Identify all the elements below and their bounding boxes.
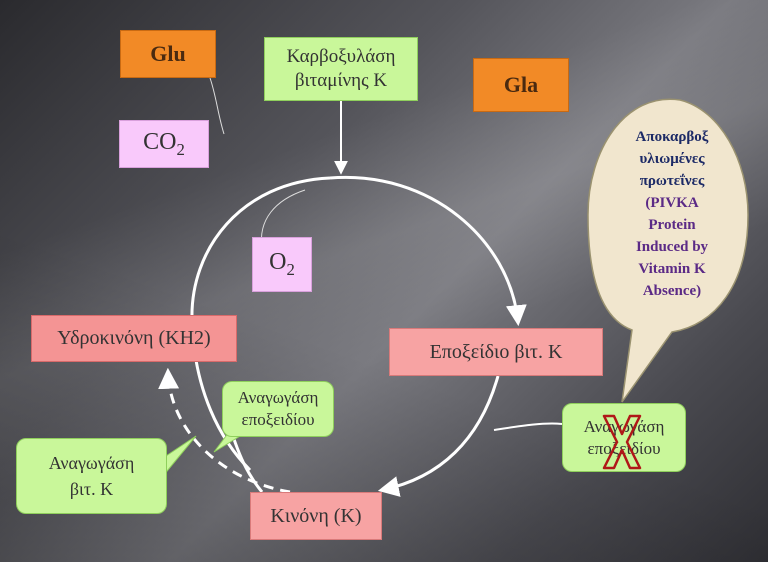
epoxide-reductase-right-callout: Αναγωγάση εποξειδίου: [562, 403, 686, 472]
balloon-greek-line-1: Αποκαρβοξ: [635, 129, 709, 145]
balloon-greek-line-2: υλιωμένες: [639, 151, 705, 167]
co2-label: CO2: [143, 128, 185, 159]
right-callout-line-2: εποξειδίου: [587, 438, 661, 458]
inhibition-cross-icon: [602, 414, 642, 470]
vitk-callout-line-2: βιτ. Κ: [69, 479, 114, 499]
o2-box: O2: [252, 237, 312, 292]
balloon-english-line-1: (PIVKA: [645, 195, 699, 211]
cycle-arc-top-right: [329, 175, 527, 327]
right-callout-line-1: Αναγωγάση: [583, 416, 665, 436]
inner-callout-line-2: εποξειδίου: [241, 410, 315, 429]
pivka-balloon-shape: [587, 98, 749, 403]
quinone-box: Κινόνη (Κ): [250, 492, 382, 540]
gla-box: Gla: [473, 58, 569, 112]
quinone-label: Κινόνη (Κ): [270, 504, 362, 527]
inner-callout-line-1: Αναγωγάση: [237, 388, 319, 407]
balloon-greek-line-3: πρωτεΐνες: [639, 173, 705, 189]
right-reduction-connector: [493, 422, 563, 431]
glu-label: Glu: [150, 41, 186, 66]
vitk-callout-line-1: Αναγωγάση: [48, 453, 135, 473]
balloon-english-line-4: Vitamin K: [638, 261, 706, 277]
dashed-vitk-reduction-arrow: [158, 367, 291, 494]
balloon-english-line-3: Induced by: [635, 239, 709, 255]
pivka-balloon-text: Αποκαρβοξ υλιωμένες πρωτεΐνες (PIVKA Pro…: [607, 126, 737, 302]
carboxylase-line-2: βιταμίνης Κ: [294, 70, 388, 91]
epoxide-reductase-inner-callout: Αναγωγάση εποξειδίου: [222, 381, 334, 437]
co2-box: CO2: [119, 120, 209, 168]
glu-connector: [209, 77, 225, 135]
cycle-arc-right-bottom: [377, 375, 500, 497]
balloon-english-line-2: Protein: [648, 217, 696, 233]
vitk-reductase-callout: Αναγωγάση βιτ. Κ: [16, 438, 167, 514]
epoxide-label: Εποξείδιο βιτ. Κ: [429, 340, 563, 363]
epoxide-box: Εποξείδιο βιτ. Κ: [389, 328, 603, 376]
cycle-arc-left: [190, 176, 331, 472]
carboxylase-box: Καρβοξυλάση βιταμίνης Κ: [264, 37, 418, 101]
balloon-english-line-5: Absence): [642, 283, 702, 299]
glu-box: Glu: [120, 30, 216, 78]
o2-label: O2: [269, 249, 295, 279]
gla-label: Gla: [503, 72, 539, 97]
carboxylase-line-1: Καρβοξυλάση: [286, 46, 396, 67]
hydroquinone-label: Υδροκινόνη (ΚΗ2): [57, 327, 211, 349]
hydroquinone-box: Υδροκινόνη (ΚΗ2): [31, 315, 237, 362]
